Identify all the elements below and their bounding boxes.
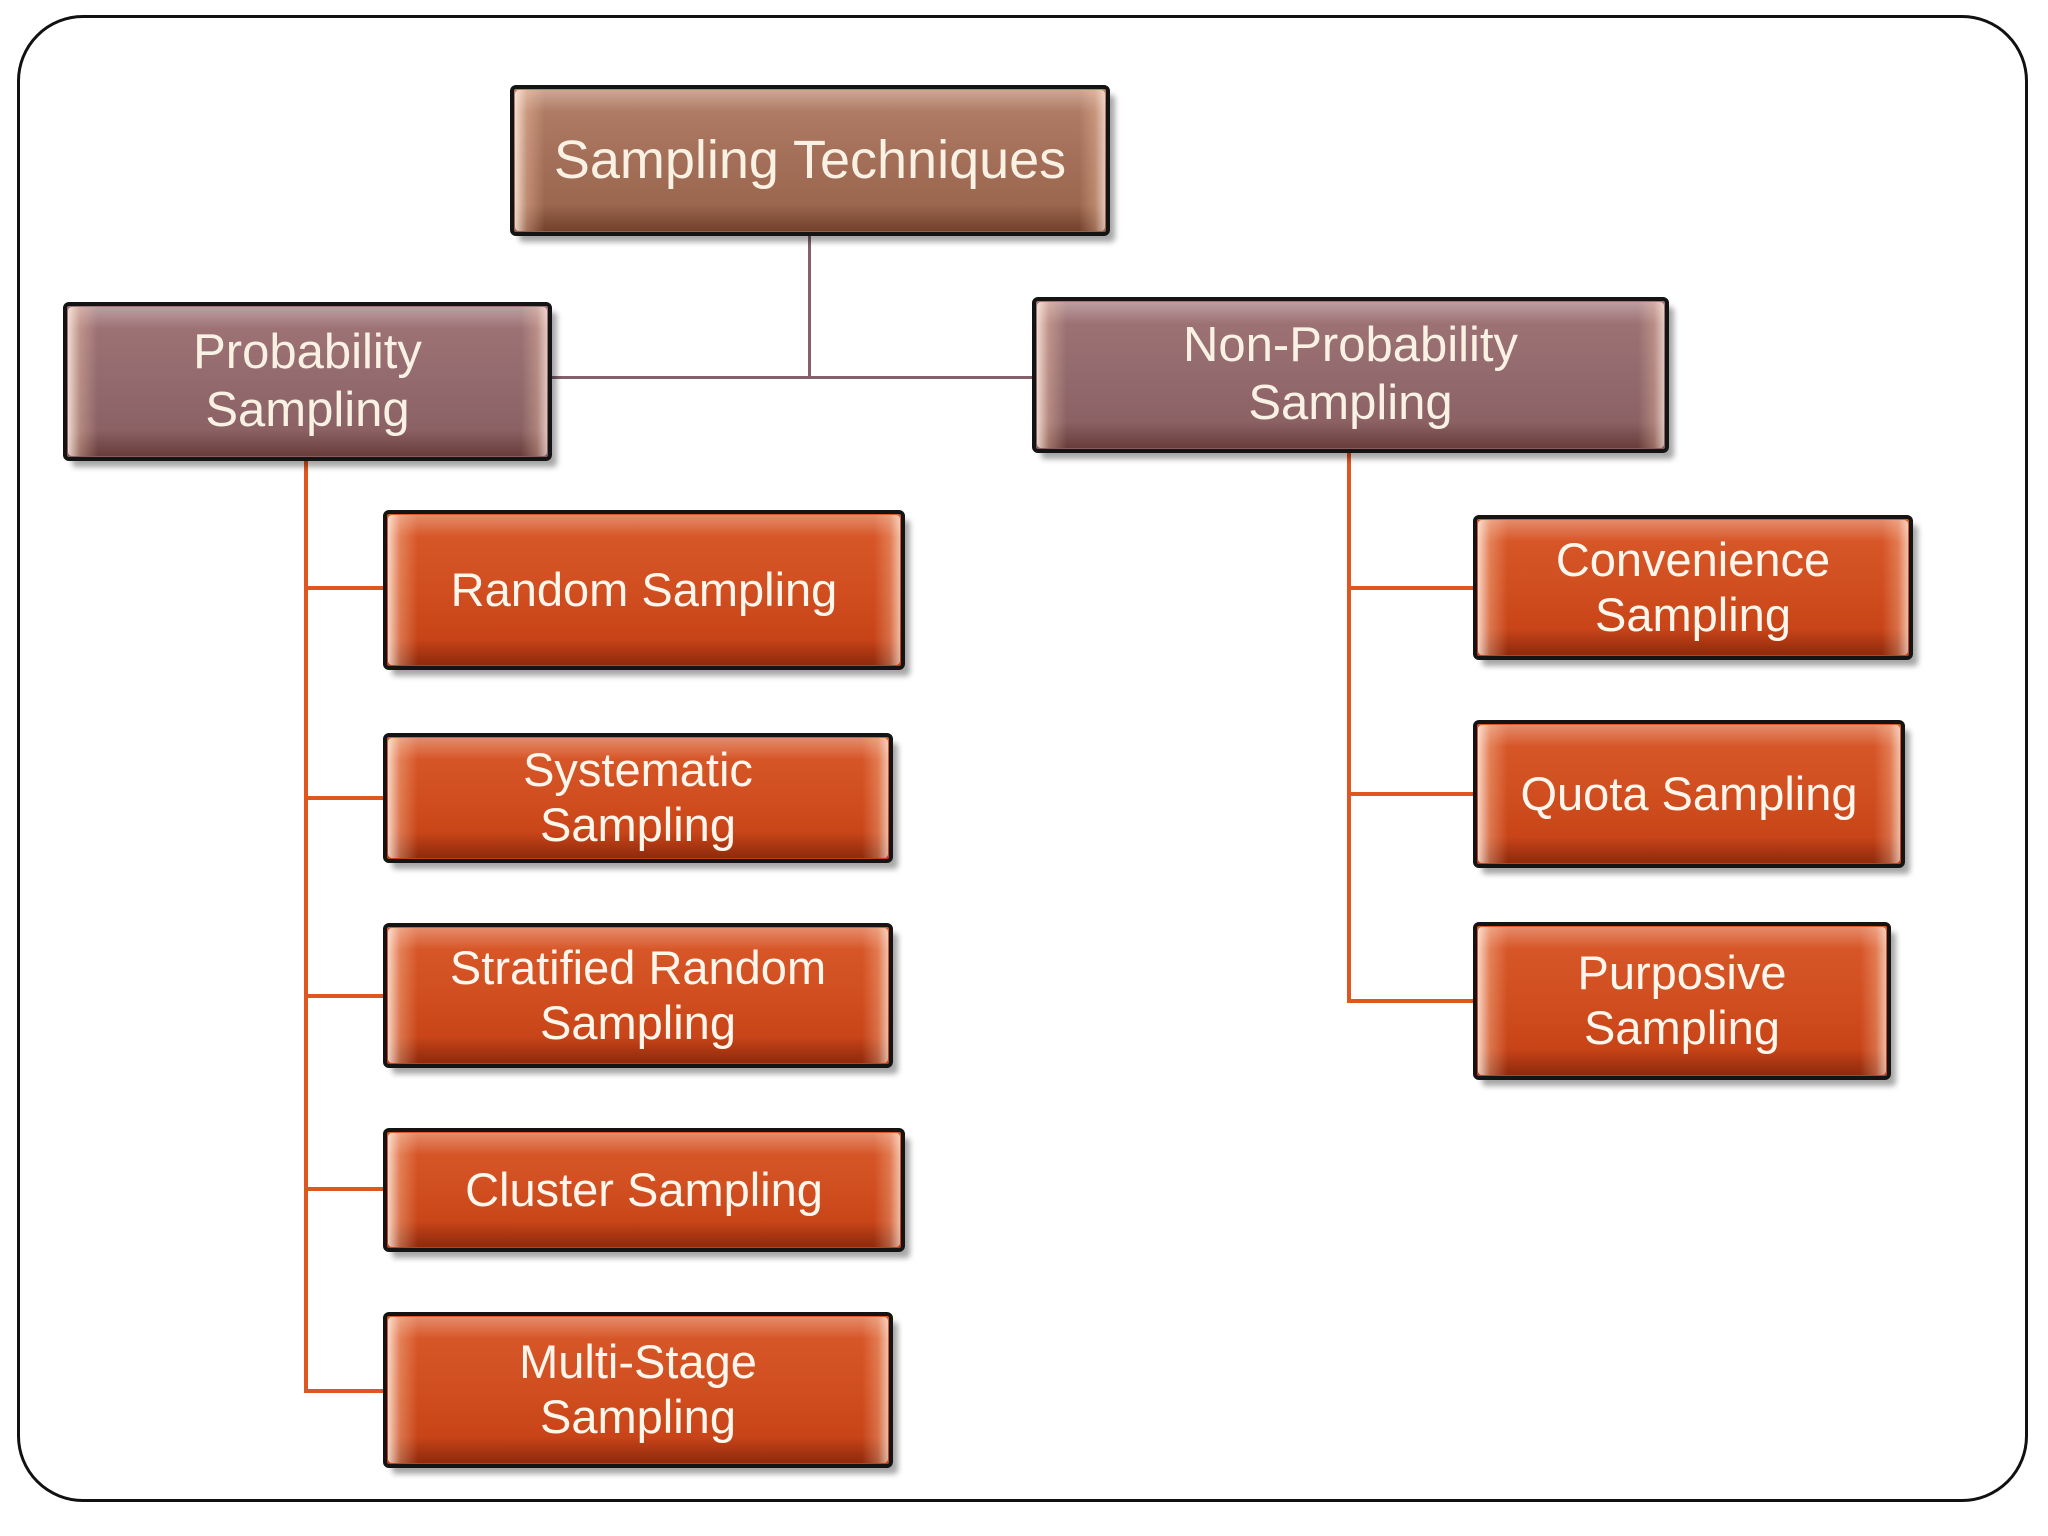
- node-systematic-sampling: Systematic Sampling: [383, 733, 893, 863]
- node-convenience-sampling: Convenience Sampling: [1473, 515, 1913, 660]
- node-quota-sampling: Quota Sampling: [1473, 720, 1905, 868]
- node-purposive-sampling-label: Purposive Sampling: [1577, 946, 1787, 1054]
- node-systematic-sampling-label: Systematic Sampling: [523, 743, 753, 851]
- connector-to-stratified: [304, 994, 383, 998]
- node-probability-sampling-label: Probability Sampling: [193, 324, 422, 437]
- connector-root-branches: [552, 376, 1032, 379]
- node-random-sampling: Random Sampling: [383, 510, 905, 670]
- node-purposive-sampling: Purposive Sampling: [1473, 922, 1891, 1080]
- node-probability-sampling: Probability Sampling: [63, 302, 552, 461]
- node-stratified-random-sampling-label: Stratified Random Sampling: [449, 940, 827, 1049]
- connector-to-quota: [1347, 792, 1473, 796]
- connector-to-systematic: [304, 796, 383, 800]
- node-multi-stage-sampling-label: Multi-Stage Sampling: [519, 1335, 757, 1443]
- connector-to-random: [304, 586, 383, 590]
- connector-to-cluster: [304, 1187, 383, 1191]
- node-quota-sampling-label: Quota Sampling: [1520, 766, 1858, 820]
- node-non-probability-sampling-label: Non-Probability Sampling: [1183, 318, 1518, 430]
- node-cluster-sampling: Cluster Sampling: [383, 1128, 905, 1252]
- node-multi-stage-sampling: Multi-Stage Sampling: [383, 1312, 893, 1468]
- connector-probability-trunk: [304, 461, 308, 1393]
- node-non-probability-sampling: Non-Probability Sampling: [1032, 297, 1669, 453]
- node-sampling-techniques-label: Sampling Techniques: [553, 130, 1067, 191]
- connector-root-drop: [808, 236, 811, 379]
- node-sampling-techniques: Sampling Techniques: [510, 85, 1110, 236]
- node-convenience-sampling-label: Convenience Sampling: [1555, 532, 1831, 641]
- diagram-frame: [17, 15, 2028, 1502]
- connector-to-convenience: [1347, 586, 1473, 590]
- node-cluster-sampling-label: Cluster Sampling: [465, 1162, 823, 1216]
- connector-to-purposive: [1347, 999, 1473, 1003]
- connector-non-probability-trunk: [1347, 453, 1351, 1003]
- connector-to-multi-stage: [304, 1389, 383, 1393]
- node-random-sampling-label: Random Sampling: [450, 562, 838, 616]
- node-stratified-random-sampling: Stratified Random Sampling: [383, 923, 893, 1068]
